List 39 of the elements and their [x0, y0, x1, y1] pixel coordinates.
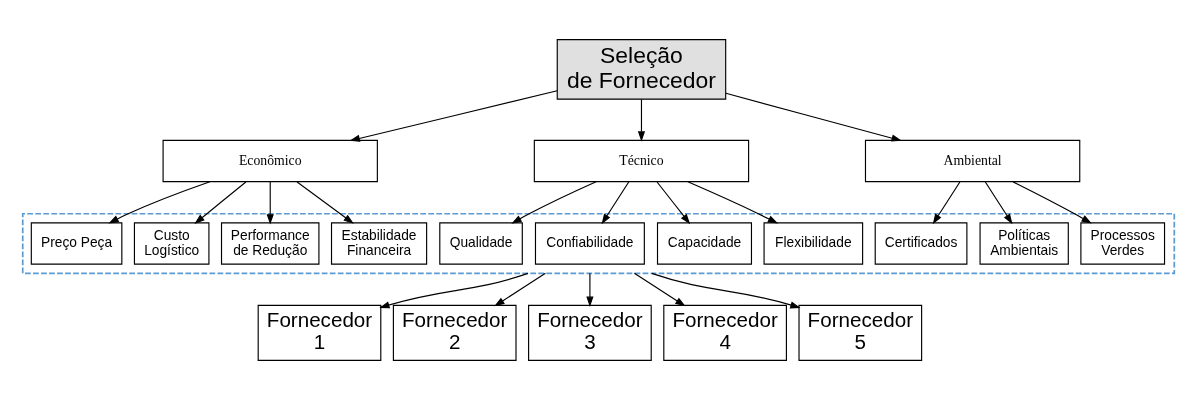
arrow	[633, 272, 686, 307]
arrow	[349, 90, 558, 142]
arrow	[601, 181, 630, 225]
node-box: Processos Verdes	[1080, 222, 1166, 265]
node-box: Seleção de Fornecedor	[556, 39, 727, 100]
arrow	[108, 181, 211, 224]
arrow	[266, 181, 274, 225]
node-box: Fornecedor 5	[798, 304, 923, 361]
arrow	[984, 181, 1013, 225]
node-box: Qualidade	[439, 222, 523, 265]
node-box: Fornecedor 3	[528, 304, 652, 361]
arrow	[637, 98, 646, 142]
arrow	[296, 181, 354, 224]
arrow	[656, 181, 691, 225]
arrow	[932, 181, 961, 225]
node-box: Custo Logístico	[133, 222, 210, 265]
node-box: Fornecedor 1	[257, 304, 382, 361]
arrow	[1012, 181, 1092, 224]
node-box: Confiabilidade	[534, 222, 645, 265]
node-box: Fornecedor 2	[392, 304, 517, 361]
node-box: Preço Peça	[30, 222, 123, 265]
arrow	[725, 92, 902, 142]
node-box: Certificados	[874, 222, 968, 265]
arrow	[194, 181, 247, 224]
node-box: Políticas Ambientais	[979, 222, 1069, 265]
node-box: Capacidade	[656, 222, 753, 265]
arrow	[379, 272, 529, 309]
node-box: Estabilidade Financeira	[330, 222, 428, 265]
node-box: Fornecedor 4	[663, 304, 787, 361]
node-box: Performance de Redução	[220, 222, 320, 265]
arrow	[651, 272, 801, 309]
node-box: Flexibilidade	[763, 222, 864, 265]
arrow	[586, 272, 594, 307]
node-box: Ambiental	[864, 139, 1081, 183]
arrow	[494, 272, 546, 307]
arrow	[511, 181, 597, 224]
node-box: Econômico	[162, 139, 378, 183]
node-box: Técnico	[533, 139, 750, 183]
arrow	[687, 181, 779, 224]
